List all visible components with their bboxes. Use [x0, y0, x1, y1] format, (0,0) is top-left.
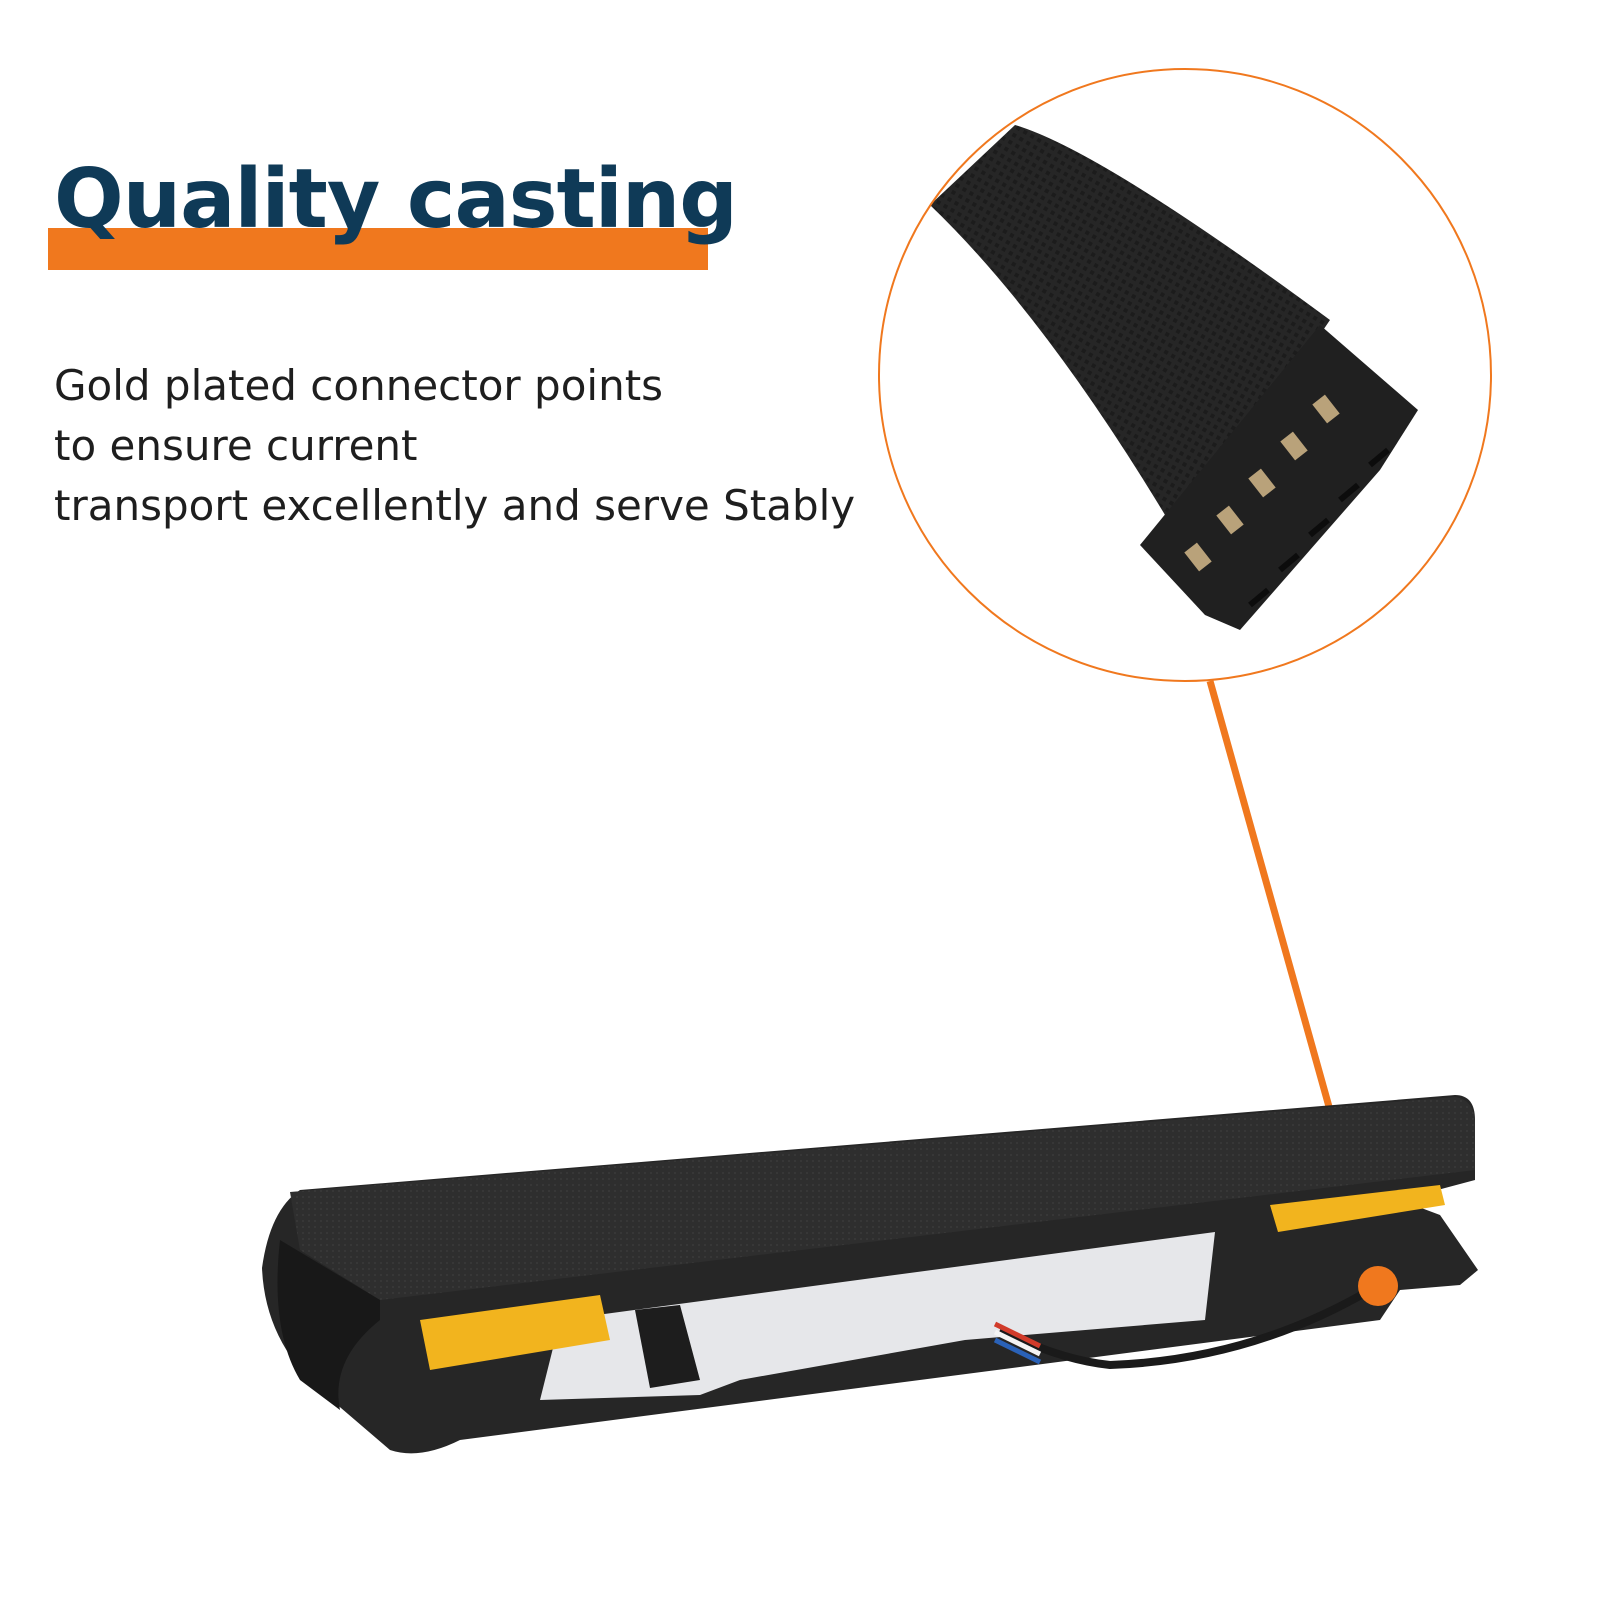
warning-label-right: [1270, 1185, 1445, 1232]
battery-top-surface: [290, 1097, 1475, 1300]
warning-label-left: [420, 1295, 610, 1370]
gold-contacts: [1184, 394, 1340, 572]
connector-ridges: [1248, 447, 1390, 608]
battery-spec-label: [540, 1232, 1215, 1400]
zoom-circle-outline: [878, 68, 1492, 682]
cable-wires: [993, 1321, 1042, 1365]
battery-end-cap: [277, 1240, 380, 1410]
headline-underline-bar: [48, 228, 708, 270]
headline-block: Quality casting: [48, 150, 738, 270]
description-line-3: transport excellently and serve Stably: [54, 481, 856, 530]
connector-housing: [1140, 325, 1418, 630]
headline: Quality casting: [54, 152, 738, 247]
callout-anchor-dot: [1358, 1266, 1398, 1306]
laptop-battery-image: [262, 1095, 1478, 1454]
feature-description: Gold plated connector points to ensure c…: [54, 356, 894, 536]
description-line-1: Gold plated connector points: [54, 361, 664, 410]
connector-closeup-image: [930, 125, 1418, 630]
connector-closeup-callout: [878, 68, 1492, 682]
battery-cable: [998, 1286, 1373, 1370]
battery-latch: [635, 1305, 700, 1388]
description-line-2: to ensure current: [54, 421, 418, 470]
